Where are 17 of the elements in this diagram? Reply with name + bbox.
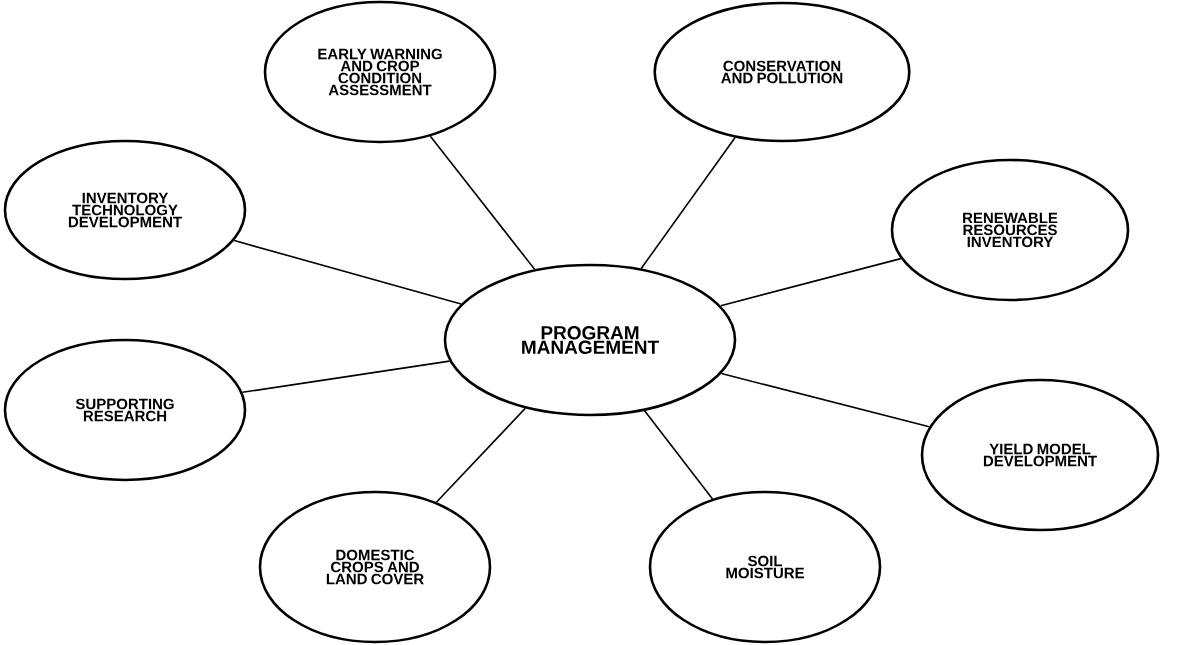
ellipse-node: PROGRAM MANAGEMENT	[443, 263, 737, 417]
ellipse-node: RENEWABLE RESOURCES INVENTORY	[890, 158, 1130, 302]
connector-line	[720, 372, 931, 428]
connector-line	[640, 136, 736, 270]
connector-line	[435, 407, 526, 503]
ellipse-node: SOIL MOISTURE	[648, 490, 882, 644]
ellipse-node: SUPPORTING RESEARCH	[3, 338, 247, 482]
connector-line	[233, 239, 462, 305]
connector-line	[241, 360, 451, 394]
ellipse-node: INVENTORY TECHNOLOGY DEVELOPMENT	[3, 139, 247, 281]
ellipse-node: EARLY WARNING AND CROP CONDITION ASSESSMENT	[263, 0, 497, 144]
connector-line	[429, 135, 536, 271]
ellipse-node: DOMESTIC CROPS AND LAND COVER	[258, 490, 492, 644]
ellipse-node: YIELD MODEL DEVELOPMENT	[920, 378, 1160, 532]
ellipse-node: CONSERVATION AND POLLUTION	[653, 1, 911, 143]
connector-line	[643, 409, 714, 500]
connector-line	[719, 257, 902, 307]
